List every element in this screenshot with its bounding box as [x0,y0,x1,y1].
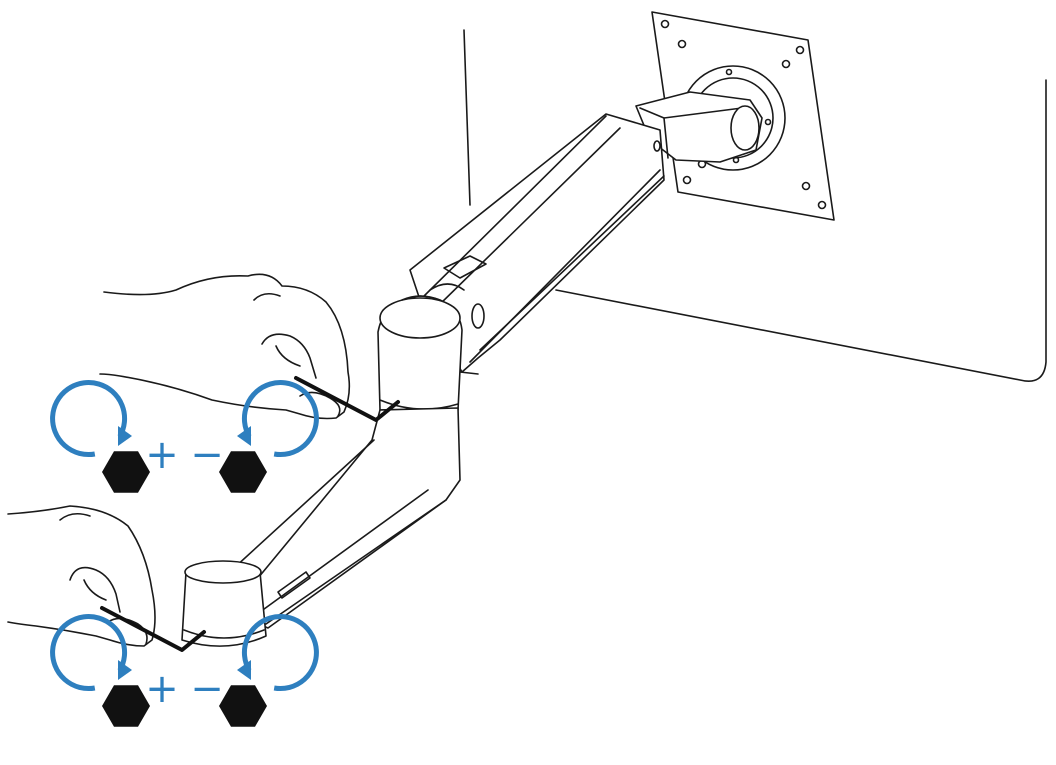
forearm [229,407,461,629]
minus-symbol: − [190,432,224,478]
minus-symbol: − [190,666,224,712]
adjustment-icons: +−+− [50,380,319,727]
tighten-clockwise-icon: + [50,614,179,727]
plus-symbol: + [145,432,179,478]
lower-hex-key [100,606,206,652]
loosen-counterclockwise-icon: − [190,380,319,493]
elbow-joint [377,295,463,411]
lower-hand [7,505,156,647]
rotation-arrowhead [118,660,132,680]
hex-nut-icon [219,451,267,493]
hex-nut-icon [219,685,267,727]
hex-nut-icon [102,451,150,493]
loosen-counterclockwise-icon: − [190,614,319,727]
tighten-clockwise-icon: + [50,380,179,493]
plus-symbol: + [145,666,179,712]
rotation-arc [241,380,319,458]
rotation-arrowhead [237,660,251,680]
tilt-head [635,91,763,163]
rotation-arrowhead [118,426,132,446]
rotation-arc [241,614,319,692]
rotation-arc [50,614,128,692]
monitor-back-panel [463,29,1047,382]
rotation-arrowhead [237,426,251,446]
hex-nut-icon [102,685,150,727]
rotation-arc [50,380,128,458]
upper-arm [409,113,665,375]
upper-hex-key [294,376,400,422]
base-post [181,560,267,647]
